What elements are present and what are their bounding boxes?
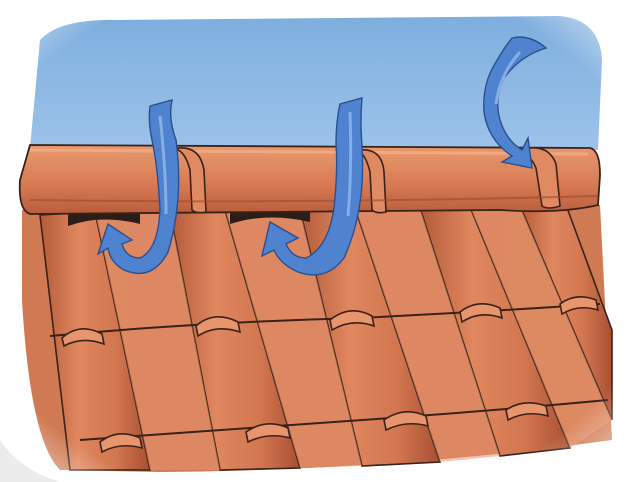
roof-diagram-svg: [0, 0, 625, 482]
edge-vignette: [0, 0, 625, 482]
roof-ventilation-illustration: [0, 0, 625, 482]
